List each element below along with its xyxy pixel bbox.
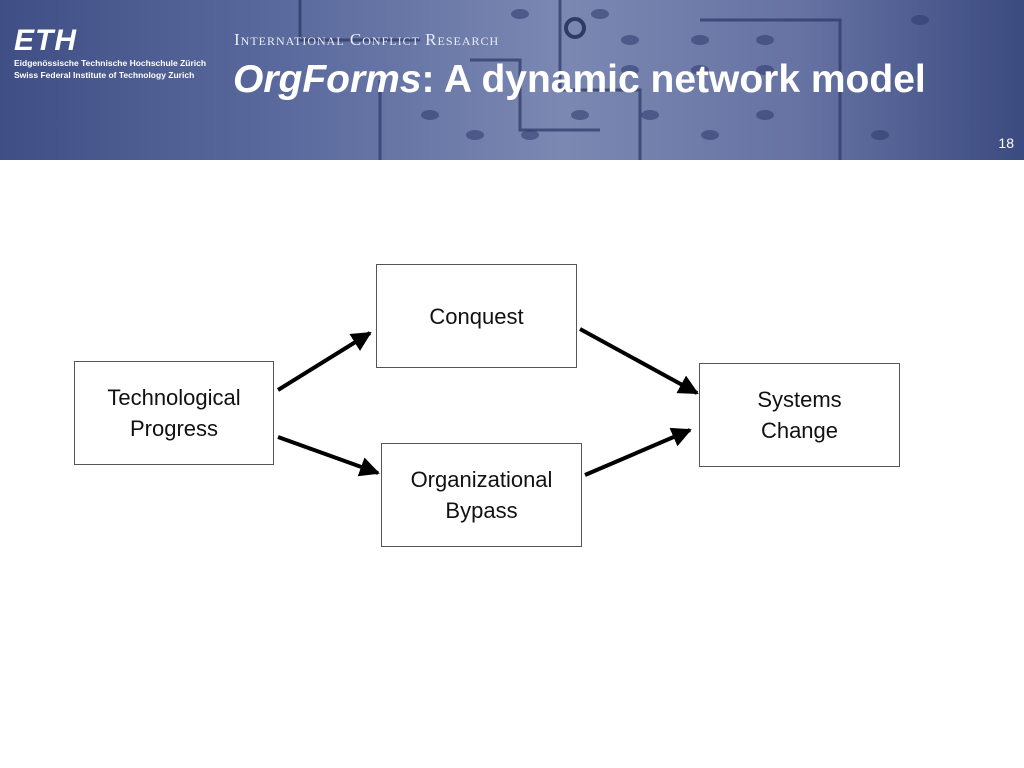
research-group-name: International Conflict Research — [234, 30, 500, 49]
slide-title-rest: : A dynamic network model — [421, 58, 926, 101]
arrow-organizational-bypass-to-systems-change — [584, 427, 692, 477]
circuit-board-background — [298, 0, 929, 160]
arrow-technological-progress-to-organizational-bypass — [277, 435, 380, 477]
node-conquest: Conquest — [376, 264, 577, 368]
institution-name-german: Eidgenössische Technische Hochschule Zür… — [14, 58, 207, 68]
node-technological-progress: Technological Progress — [74, 361, 274, 465]
header-banner: ETH Eidgenössische Technische Hochschule… — [0, 0, 1024, 160]
node-organizational-bypass: Organizational Bypass — [381, 443, 582, 547]
slide-title-emphasis: OrgForms — [233, 58, 422, 101]
slide-number: 18 — [998, 135, 1014, 151]
slide-title: OrgForms: A dynamic network model — [233, 57, 993, 102]
arrow-conquest-to-systems-change — [579, 327, 699, 395]
arrow-technological-progress-to-conquest — [276, 331, 372, 392]
eth-logo: ETH — [14, 24, 77, 57]
node-systems-change: Systems Change — [699, 363, 900, 467]
institution-name-english: Swiss Federal Institute of Technology Zu… — [14, 70, 195, 80]
